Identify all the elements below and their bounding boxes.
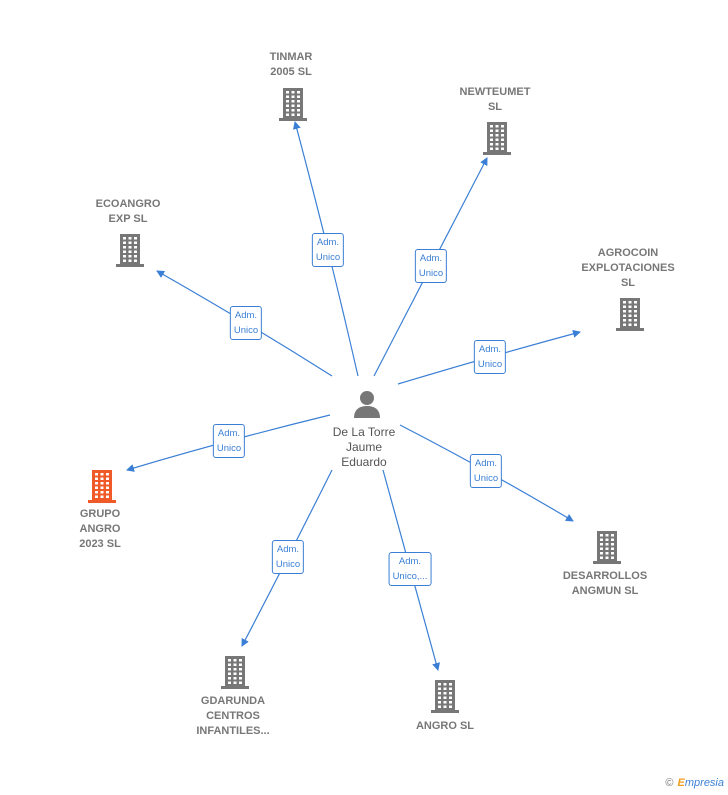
building-icon [593,531,621,564]
company-node-gdarunda[interactable] [219,654,251,695]
company-node-ecoangro[interactable] [114,232,146,273]
role-label-grupo-angro[interactable]: Adm. Unico [212,424,246,458]
role-label-ecoangro[interactable]: Adm. Unico [229,306,263,340]
role-label-agrocoin[interactable]: Adm. Unico [473,340,507,374]
building-icon [88,470,116,503]
building-icon [116,234,144,267]
center-person-node[interactable] [352,389,382,424]
building-icon [279,88,307,121]
company-node-desarrollos[interactable] [591,529,623,570]
company-name-newteumet[interactable]: NEWTEUMET SL [459,86,531,113]
company-node-grupo-angro[interactable] [86,468,118,509]
building-icon [221,656,249,689]
company-node-agrocoin[interactable] [614,296,646,337]
center-person-name[interactable]: De La Torre Jaume Eduardo [332,425,396,469]
company-name-angro[interactable]: ANGRO SL [415,720,475,732]
role-label-tinmar[interactable]: Adm. Unico [311,233,345,267]
brand-logo: ©Empresia [665,777,724,789]
company-name-gdarunda[interactable]: GDARUNDA CENTROS INFANTILES... [196,695,270,737]
company-name-grupo-angro[interactable]: GRUPO ANGRO 2023 SL [79,508,121,550]
role-label-gdarunda[interactable]: Adm. Unico [271,540,305,574]
company-node-angro[interactable] [429,678,461,719]
role-label-newteumet[interactable]: Adm. Unico [414,249,448,283]
company-name-ecoangro[interactable]: ECOANGRO EXP SL [95,198,161,225]
role-label-angro[interactable]: Adm. Unico,... [388,552,432,586]
person-icon [354,391,380,418]
building-icon [483,122,511,155]
company-node-newteumet[interactable] [481,120,513,161]
role-label-desarrollos[interactable]: Adm. Unico [469,454,503,488]
building-icon [431,680,459,713]
company-name-tinmar[interactable]: TINMAR 2005 SL [269,51,313,78]
company-node-tinmar[interactable] [277,86,309,127]
company-name-desarrollos[interactable]: DESARROLLOS ANGMUN SL [562,570,648,597]
company-name-agrocoin[interactable]: AGROCOIN EXPLOTACIONES SL [581,247,675,289]
building-icon [616,298,644,331]
